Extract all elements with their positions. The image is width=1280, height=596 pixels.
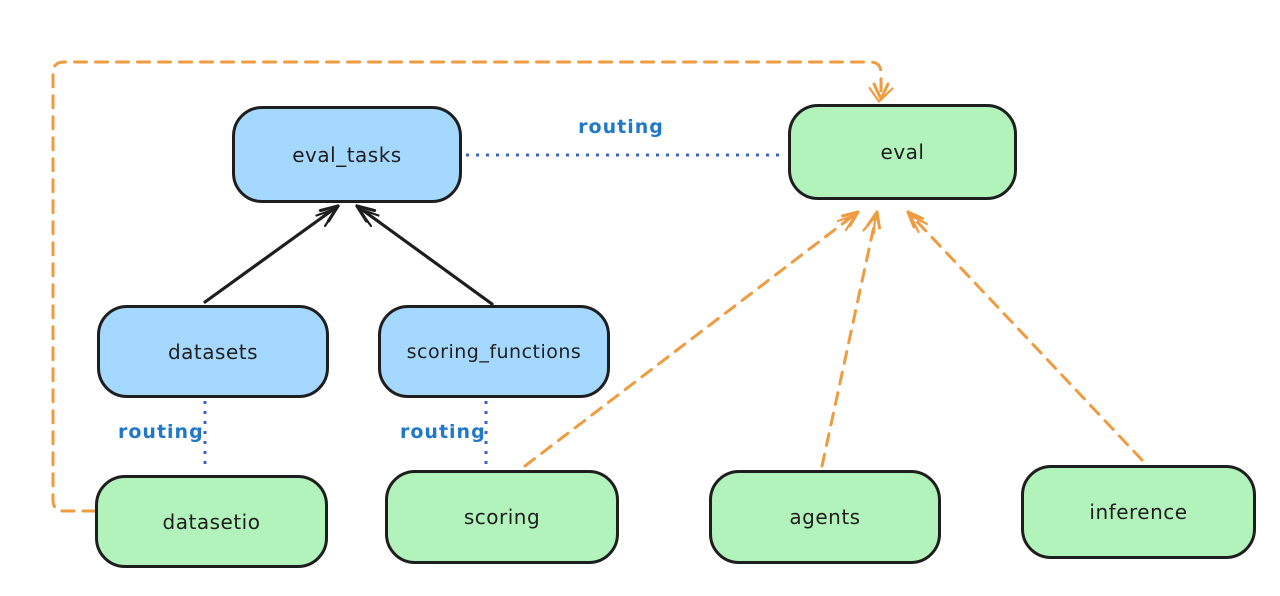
node-eval-label: eval xyxy=(880,140,925,164)
edge-label-routing-top: routing xyxy=(578,116,664,138)
edge-datasetio-to-eval xyxy=(51,60,894,513)
node-eval-tasks: eval_tasks xyxy=(232,106,462,203)
edge-scoring_functions-to-eval_tasks xyxy=(355,204,494,306)
node-datasets: datasets xyxy=(97,305,329,398)
node-agents: agents xyxy=(709,470,941,564)
node-scoring-functions-label: scoring_functions xyxy=(406,340,582,363)
node-scoring: scoring xyxy=(385,470,619,564)
node-datasetio: datasetio xyxy=(95,475,328,568)
edge-inference-to-eval xyxy=(906,210,1144,462)
node-scoring-label: scoring xyxy=(463,505,541,529)
node-eval: eval xyxy=(788,104,1017,200)
node-agents-label: agents xyxy=(789,505,861,529)
node-eval-tasks-label: eval_tasks xyxy=(292,142,402,167)
edge-label-routing-scoring: routing xyxy=(400,421,486,443)
edge-agents-to-eval xyxy=(820,210,881,468)
node-inference-label: inference xyxy=(1089,500,1188,524)
node-datasetio-label: datasetio xyxy=(162,509,261,534)
node-inference: inference xyxy=(1021,465,1256,559)
edge-datasets-to-eval_tasks xyxy=(203,204,340,304)
node-scoring-functions: scoring_functions xyxy=(378,305,610,398)
edge-label-routing-datasets: routing xyxy=(118,421,204,443)
node-datasets-label: datasets xyxy=(167,339,259,364)
edge-scoring-to-eval xyxy=(523,210,860,468)
